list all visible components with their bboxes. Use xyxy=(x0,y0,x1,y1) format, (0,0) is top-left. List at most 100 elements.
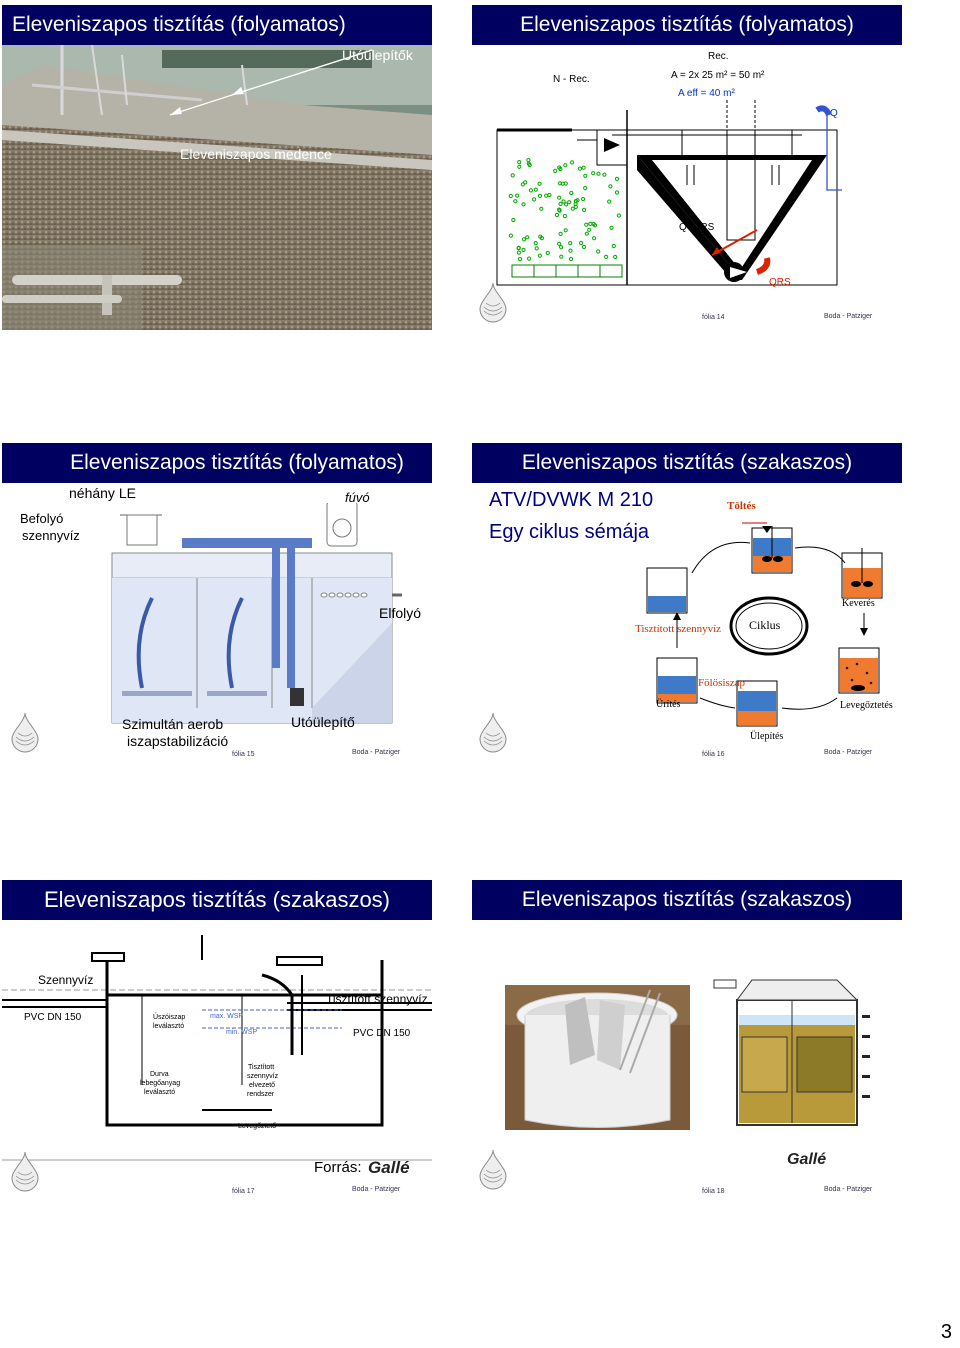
sludge-floc xyxy=(580,241,583,244)
label-levegoztetes: Levegőztetés xyxy=(840,700,893,711)
sludge-floc xyxy=(555,213,558,216)
sludge-floc xyxy=(560,246,563,249)
author: Boda - Patziger xyxy=(352,1186,400,1193)
slide-3: Eleveniszapos tisztítás (folyamatos) néh… xyxy=(2,443,432,768)
slide-title: Eleveniszapos tisztítás (szakaszos) xyxy=(2,880,432,920)
sludge-floc xyxy=(562,200,565,203)
sbr-cycle-diagram xyxy=(472,518,902,758)
label-aeff: A eff = 40 m² xyxy=(678,89,735,99)
label-szennyviz: Szennyvíz xyxy=(38,973,93,987)
sludge-floc xyxy=(538,254,541,257)
sludge-floc xyxy=(518,258,521,261)
sludge-floc xyxy=(554,169,557,172)
sludge-floc xyxy=(534,188,537,191)
label-tisztitott: Tisztított szennyvíz xyxy=(635,623,721,635)
label-qrs: QRS xyxy=(769,278,791,288)
foil-number: fólia 15 xyxy=(232,751,255,758)
sludge-floc xyxy=(560,255,563,258)
slide-title: Eleveniszapos tisztítás (folyamatos) xyxy=(2,5,432,45)
sludge-floc xyxy=(605,255,608,258)
sludge-floc xyxy=(614,255,617,258)
label-ulepites: Ülepítés xyxy=(750,731,783,742)
sludge-floc xyxy=(517,251,520,254)
sludge-floc xyxy=(584,174,587,177)
sludge-floc xyxy=(582,198,585,201)
sludge-floc xyxy=(540,207,543,210)
photo-activated-sludge-basin xyxy=(2,45,432,330)
sludge-floc xyxy=(593,237,596,240)
sludge-floc xyxy=(603,173,606,176)
label-utoulepitok: Utóülepítők xyxy=(342,47,413,63)
sludge-floc xyxy=(585,223,588,226)
sludge-floc xyxy=(584,187,587,190)
label-elv4: rendszer xyxy=(247,1090,274,1100)
drop-logo xyxy=(10,711,40,753)
batch-tank-drawing xyxy=(2,935,432,1165)
label-rec: Rec. xyxy=(708,52,729,62)
sludge-floc xyxy=(538,194,541,197)
sludge-floc xyxy=(592,172,595,175)
sludge-floc xyxy=(524,181,527,184)
tank-schematic xyxy=(472,100,902,300)
sludge-floc xyxy=(509,194,512,197)
sludge-floc xyxy=(609,185,612,188)
label-tiszt: Tisztított szennyvíz xyxy=(326,992,428,1006)
sludge-floc xyxy=(585,232,588,235)
label-nehany: néhány LE xyxy=(69,485,136,501)
sludge-floc xyxy=(615,177,618,180)
sludge-floc xyxy=(569,249,572,252)
label-befolyo: Befolyó xyxy=(20,511,63,526)
slide-title: Eleveniszapos tisztítás (folyamatos) xyxy=(2,443,432,483)
slide-5: Eleveniszapos tisztítás (szakaszos) Szen… xyxy=(2,880,432,1205)
sludge-floc xyxy=(512,218,515,221)
drop-logo xyxy=(478,711,508,753)
author: Boda - Patziger xyxy=(352,749,400,756)
label-urites: Ürítés xyxy=(656,699,680,710)
sludge-floc xyxy=(568,201,571,204)
label-levego: Levegőztető xyxy=(238,1122,276,1132)
sludge-floc xyxy=(517,247,520,250)
sludge-floc xyxy=(583,208,586,211)
sludge-floc xyxy=(612,244,615,247)
label-iszapstab: iszapstabilizáció xyxy=(127,733,228,749)
sludge-floc xyxy=(534,242,537,245)
label-forras: Forrás: xyxy=(314,1159,362,1176)
sludge-floc xyxy=(533,198,536,201)
label-toltes: Töltés xyxy=(727,500,756,512)
sludge-floc xyxy=(610,226,613,229)
sludge-floc xyxy=(528,257,531,260)
sludge-floc xyxy=(546,251,549,254)
galle-logo: Gallé xyxy=(787,1151,826,1169)
sludge-floc xyxy=(538,182,541,185)
sludge-floc xyxy=(545,194,548,197)
label-utoulepito: Utóülepítő xyxy=(291,714,355,730)
drop-logo xyxy=(478,281,508,323)
author: Boda - Patziger xyxy=(824,313,872,320)
sludge-floc xyxy=(563,215,566,218)
label-durva3: leválasztó xyxy=(144,1088,175,1098)
sludge-floc xyxy=(529,189,532,192)
sludge-floc xyxy=(608,200,611,203)
sludge-floc xyxy=(511,174,514,177)
label-ciklus: Ciklus xyxy=(749,618,780,633)
sludge-floc xyxy=(559,202,562,205)
foil-number: fólia 14 xyxy=(702,314,725,321)
sludge-floc xyxy=(516,194,519,197)
sludge-floc xyxy=(574,205,577,208)
sludge-floc xyxy=(617,214,620,217)
sludge-floc xyxy=(561,182,564,185)
label-szennyviz: szennyvíz xyxy=(22,528,80,543)
sbr-section-drawing xyxy=(712,975,872,1135)
sludge-floc xyxy=(514,200,517,203)
slide-title: Eleveniszapos tisztítás (folyamatos) xyxy=(472,5,902,45)
slide-4: Eleveniszapos tisztítás (szakaszos) ATV/… xyxy=(472,443,902,768)
slide-title: Eleveniszapos tisztítás (szakaszos) xyxy=(472,880,902,920)
sludge-floc xyxy=(558,242,561,245)
sludge-floc xyxy=(526,236,529,239)
page-number: 3 xyxy=(941,1321,952,1344)
label-fuvo: fúvó xyxy=(345,490,370,505)
label-min: min. WSP xyxy=(226,1028,257,1038)
sludge-floc xyxy=(548,193,551,196)
sludge-floc xyxy=(615,191,618,194)
slide-1: Eleveniszapos tisztítás (folyamatos) xyxy=(2,5,432,330)
